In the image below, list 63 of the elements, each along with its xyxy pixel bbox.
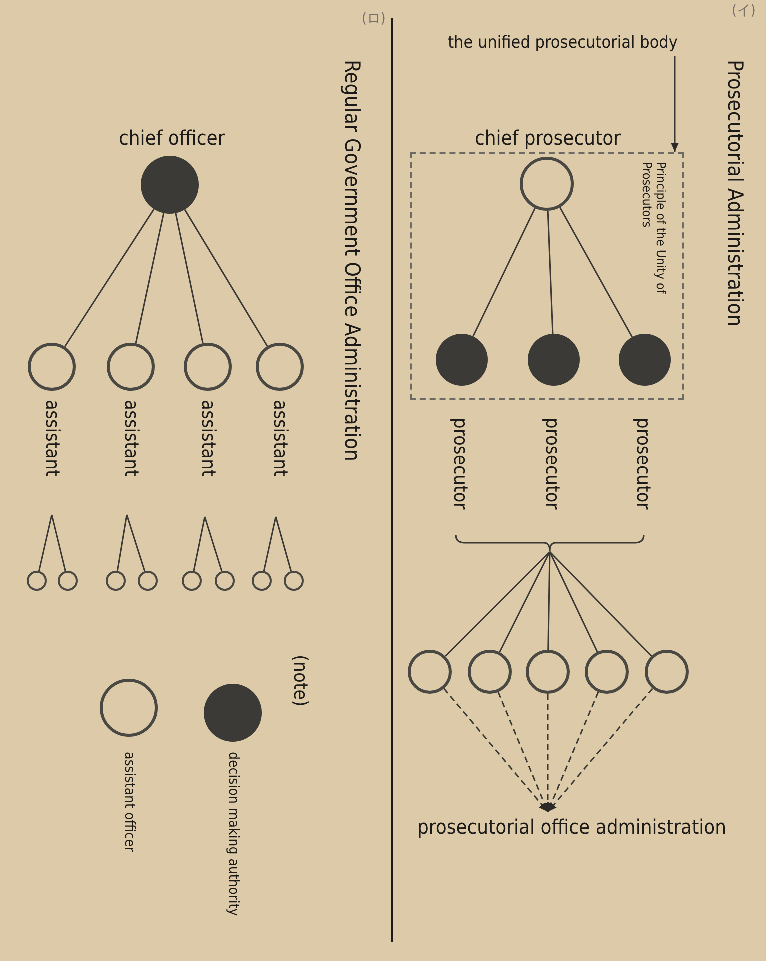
open-circle	[106, 571, 126, 591]
open-circle	[408, 650, 452, 694]
section-marker: (ロ)	[362, 10, 386, 28]
vertical-heading: Regular Government Office Administration	[340, 60, 364, 462]
dashed-arrow	[547, 688, 654, 812]
arrow	[671, 56, 679, 152]
vertical-node-label: assistant	[42, 400, 62, 477]
open-circle	[585, 650, 629, 694]
text-label: the unified prosecutorial body	[432, 30, 694, 56]
connector-line	[547, 210, 554, 334]
connector-line	[263, 516, 277, 572]
connector-line	[116, 514, 128, 572]
vertical-heading: (note)	[290, 655, 310, 707]
open-circle	[252, 571, 272, 591]
open-circle	[107, 343, 155, 391]
connector-line	[184, 209, 268, 347]
connector-line	[175, 213, 204, 344]
vertical-node-label: assistant	[198, 400, 218, 477]
open-circle	[182, 571, 202, 591]
open-circle	[28, 343, 76, 391]
open-circle	[520, 157, 574, 211]
open-circle	[215, 571, 235, 591]
section-marker: (イ)	[732, 2, 756, 20]
open-circle	[256, 343, 304, 391]
vertical-node-label: prosecutor	[542, 418, 562, 510]
open-circle	[526, 650, 570, 694]
vertical-node-label: assistant	[270, 400, 290, 477]
connector-line	[548, 552, 551, 650]
connector-line	[193, 516, 206, 572]
curly-brace	[455, 534, 645, 552]
legend-label: assistant officer	[121, 752, 137, 852]
connector-line	[559, 207, 633, 338]
open-circle	[58, 571, 78, 591]
dashed-arrow	[444, 688, 549, 812]
open-circle	[645, 650, 689, 694]
vertical-node-label: assistant	[120, 400, 142, 477]
text-label: prosecutorial office administration	[392, 812, 752, 842]
connector-line	[38, 514, 53, 572]
open-circle	[468, 650, 512, 694]
vertical-heading: Prosecutorial Administration	[723, 60, 747, 327]
filled-circle	[619, 334, 671, 386]
connector-line	[275, 516, 292, 572]
filled-circle	[436, 334, 488, 386]
connector-line	[445, 551, 551, 657]
open-circle	[27, 571, 47, 591]
open-circle	[184, 343, 232, 391]
vertical-node-label: prosecutor	[450, 418, 470, 510]
connector-line	[499, 552, 551, 653]
filled-circle	[528, 334, 580, 386]
connector-line	[51, 514, 66, 572]
connector-line	[204, 516, 223, 572]
legend-label: decision making authority	[225, 752, 241, 916]
connector-line	[126, 514, 146, 572]
open-circle	[284, 571, 304, 591]
vertical-node-label: prosecutor	[632, 418, 654, 510]
connector-line	[549, 552, 598, 652]
principle-label: Principle of the Unity of Prosecutors	[640, 162, 668, 296]
connector-line	[472, 208, 536, 337]
connector-line	[135, 213, 165, 344]
connector-line	[549, 551, 652, 657]
connector-line	[64, 208, 155, 348]
dashed-boundary-box	[410, 152, 684, 400]
open-circle	[138, 571, 158, 591]
